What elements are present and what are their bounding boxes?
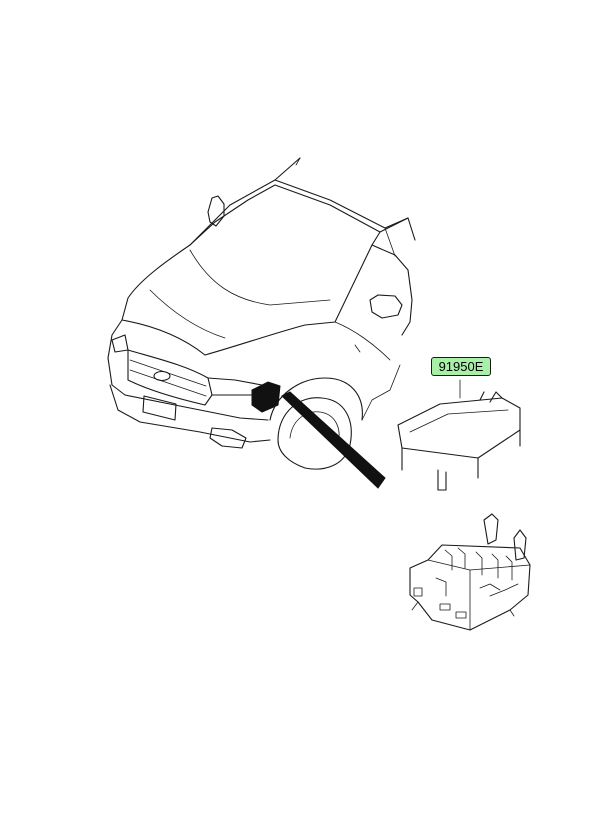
part-number-label-91950E[interactable]: 91950E [431, 357, 491, 376]
vehicle-drawing [107, 157, 416, 489]
engine-room-fuse-box-drawing [409, 513, 531, 631]
fuse-box-cover-drawing [397, 379, 521, 491]
